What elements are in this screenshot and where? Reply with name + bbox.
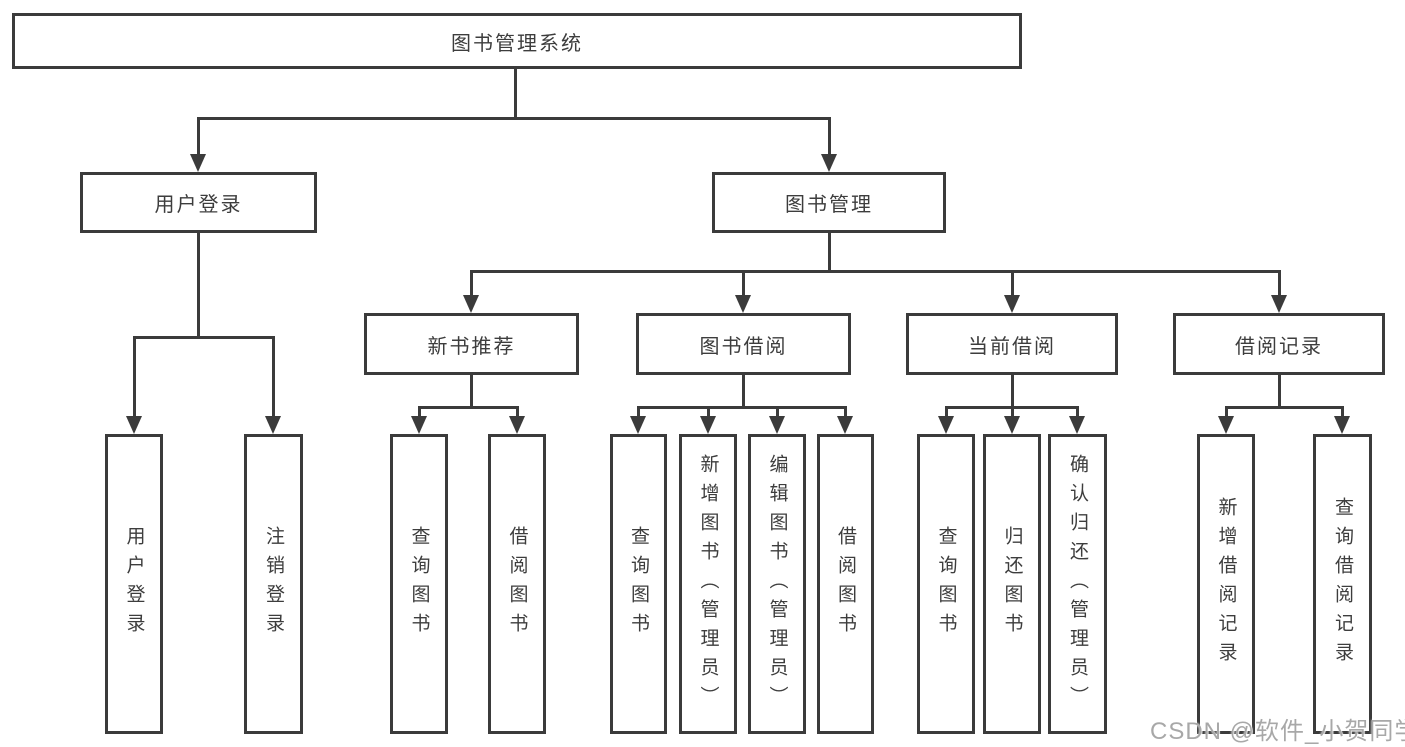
node-book-management: 图书管理 xyxy=(712,172,946,233)
arrow-down-icon xyxy=(1004,295,1020,313)
arrow-down-icon xyxy=(700,416,716,434)
arrow-down-icon xyxy=(735,295,751,313)
arrow-down-icon xyxy=(1069,416,1085,434)
arrow-down-icon xyxy=(1004,416,1020,434)
connector-line xyxy=(271,337,275,421)
connector-line xyxy=(1277,271,1281,299)
arrow-down-icon xyxy=(463,295,479,313)
node-label: 查询图书 xyxy=(408,526,430,642)
node-label: 编辑图书（管理员） xyxy=(766,453,788,715)
leaf-borrow-books: 借阅图书 xyxy=(817,434,874,734)
leaf-logout: 注销登录 xyxy=(244,434,303,734)
leaf-borrow-books-recommend: 借阅图书 xyxy=(488,434,546,734)
node-label: 当前借阅 xyxy=(968,335,1056,358)
arrow-down-icon xyxy=(190,154,206,172)
arrow-down-icon xyxy=(837,416,853,434)
leaf-return-book: 归还图书 xyxy=(983,434,1041,734)
connector-line xyxy=(132,337,136,421)
node-label: 确认归还（管理员） xyxy=(1067,453,1088,715)
connector-line xyxy=(1075,407,1079,421)
node-borrowing-records: 借阅记录 xyxy=(1173,313,1385,375)
node-label: 归还图书 xyxy=(1001,526,1023,642)
node-label: 查询图书 xyxy=(628,526,649,642)
connector-line xyxy=(469,375,473,409)
connector-line xyxy=(1224,405,1344,409)
arrow-down-icon xyxy=(1218,416,1234,434)
leaf-edit-book-admin: 编辑图书（管理员） xyxy=(748,434,806,734)
connector-line xyxy=(827,118,831,160)
leaf-query-books-current: 查询图书 xyxy=(917,434,975,734)
arrow-down-icon xyxy=(1334,416,1350,434)
node-book-borrowing: 图书借阅 xyxy=(636,313,851,375)
node-label: 借阅图书 xyxy=(506,526,528,642)
leaf-user-login: 用户登录 xyxy=(105,434,163,734)
connector-line xyxy=(417,407,421,421)
connector-line xyxy=(827,233,831,273)
connector-line xyxy=(417,405,519,409)
node-label: 用户登录 xyxy=(154,194,243,216)
arrow-down-icon xyxy=(630,416,646,434)
node-label: 用户登录 xyxy=(123,526,145,642)
arrow-down-icon xyxy=(1271,295,1287,313)
connector-line xyxy=(469,269,1281,273)
arrow-down-icon xyxy=(411,416,427,434)
node-library-management-system: 图书管理系统 xyxy=(12,13,1022,69)
leaf-confirm-return-admin: 确认归还（管理员） xyxy=(1048,434,1107,734)
node-label: 图书管理 xyxy=(785,194,873,216)
connector-line xyxy=(843,407,847,421)
node-current-borrowing: 当前借阅 xyxy=(906,313,1118,375)
node-label: 图书借阅 xyxy=(699,335,788,358)
leaf-query-books-recommend: 查询图书 xyxy=(390,434,448,734)
node-label: 新增图书（管理员） xyxy=(697,453,719,715)
arrow-down-icon xyxy=(769,416,785,434)
connector-line xyxy=(1010,407,1014,421)
node-label: 新书推荐 xyxy=(427,335,516,358)
connector-line xyxy=(1224,407,1228,421)
node-label: 查询图书 xyxy=(935,526,957,642)
node-label: 新增借阅记录 xyxy=(1215,497,1237,671)
node-label: 图书管理系统 xyxy=(451,32,583,55)
connector-line xyxy=(1277,375,1281,409)
arrow-down-icon xyxy=(938,416,954,434)
connector-line xyxy=(1010,375,1014,409)
connector-line xyxy=(513,68,517,120)
connector-line xyxy=(469,271,473,299)
arrow-down-icon xyxy=(509,416,525,434)
node-label: 借阅图书 xyxy=(835,526,856,642)
node-new-book-recommendation: 新书推荐 xyxy=(364,313,579,375)
node-label: 借阅记录 xyxy=(1235,335,1323,358)
connector-line xyxy=(1340,407,1344,421)
connector-line xyxy=(944,407,948,421)
connector-line xyxy=(741,375,745,409)
connector-line xyxy=(636,405,847,409)
node-label: 注销登录 xyxy=(263,526,284,642)
connector-line xyxy=(196,233,200,339)
node-label: 查询借阅记录 xyxy=(1332,497,1353,671)
connector-line xyxy=(132,335,275,339)
leaf-query-books-borrowing: 查询图书 xyxy=(610,434,667,734)
connector-line xyxy=(741,271,745,299)
connector-line xyxy=(706,407,710,421)
connector-line xyxy=(775,407,779,421)
connector-line xyxy=(515,407,519,421)
arrow-down-icon xyxy=(265,416,281,434)
connector-line xyxy=(1010,271,1014,299)
arrow-down-icon xyxy=(126,416,142,434)
leaf-add-book-admin: 新增图书（管理员） xyxy=(679,434,737,734)
connector-line xyxy=(196,118,200,160)
connector-line xyxy=(636,407,640,421)
leaf-add-borrow-record: 新增借阅记录 xyxy=(1197,434,1255,734)
node-user-login: 用户登录 xyxy=(80,172,317,233)
connector-line xyxy=(196,116,831,120)
watermark: CSDN @软件_小贺同学 xyxy=(1150,718,1405,745)
leaf-query-borrow-record: 查询借阅记录 xyxy=(1313,434,1372,734)
arrow-down-icon xyxy=(821,154,837,172)
